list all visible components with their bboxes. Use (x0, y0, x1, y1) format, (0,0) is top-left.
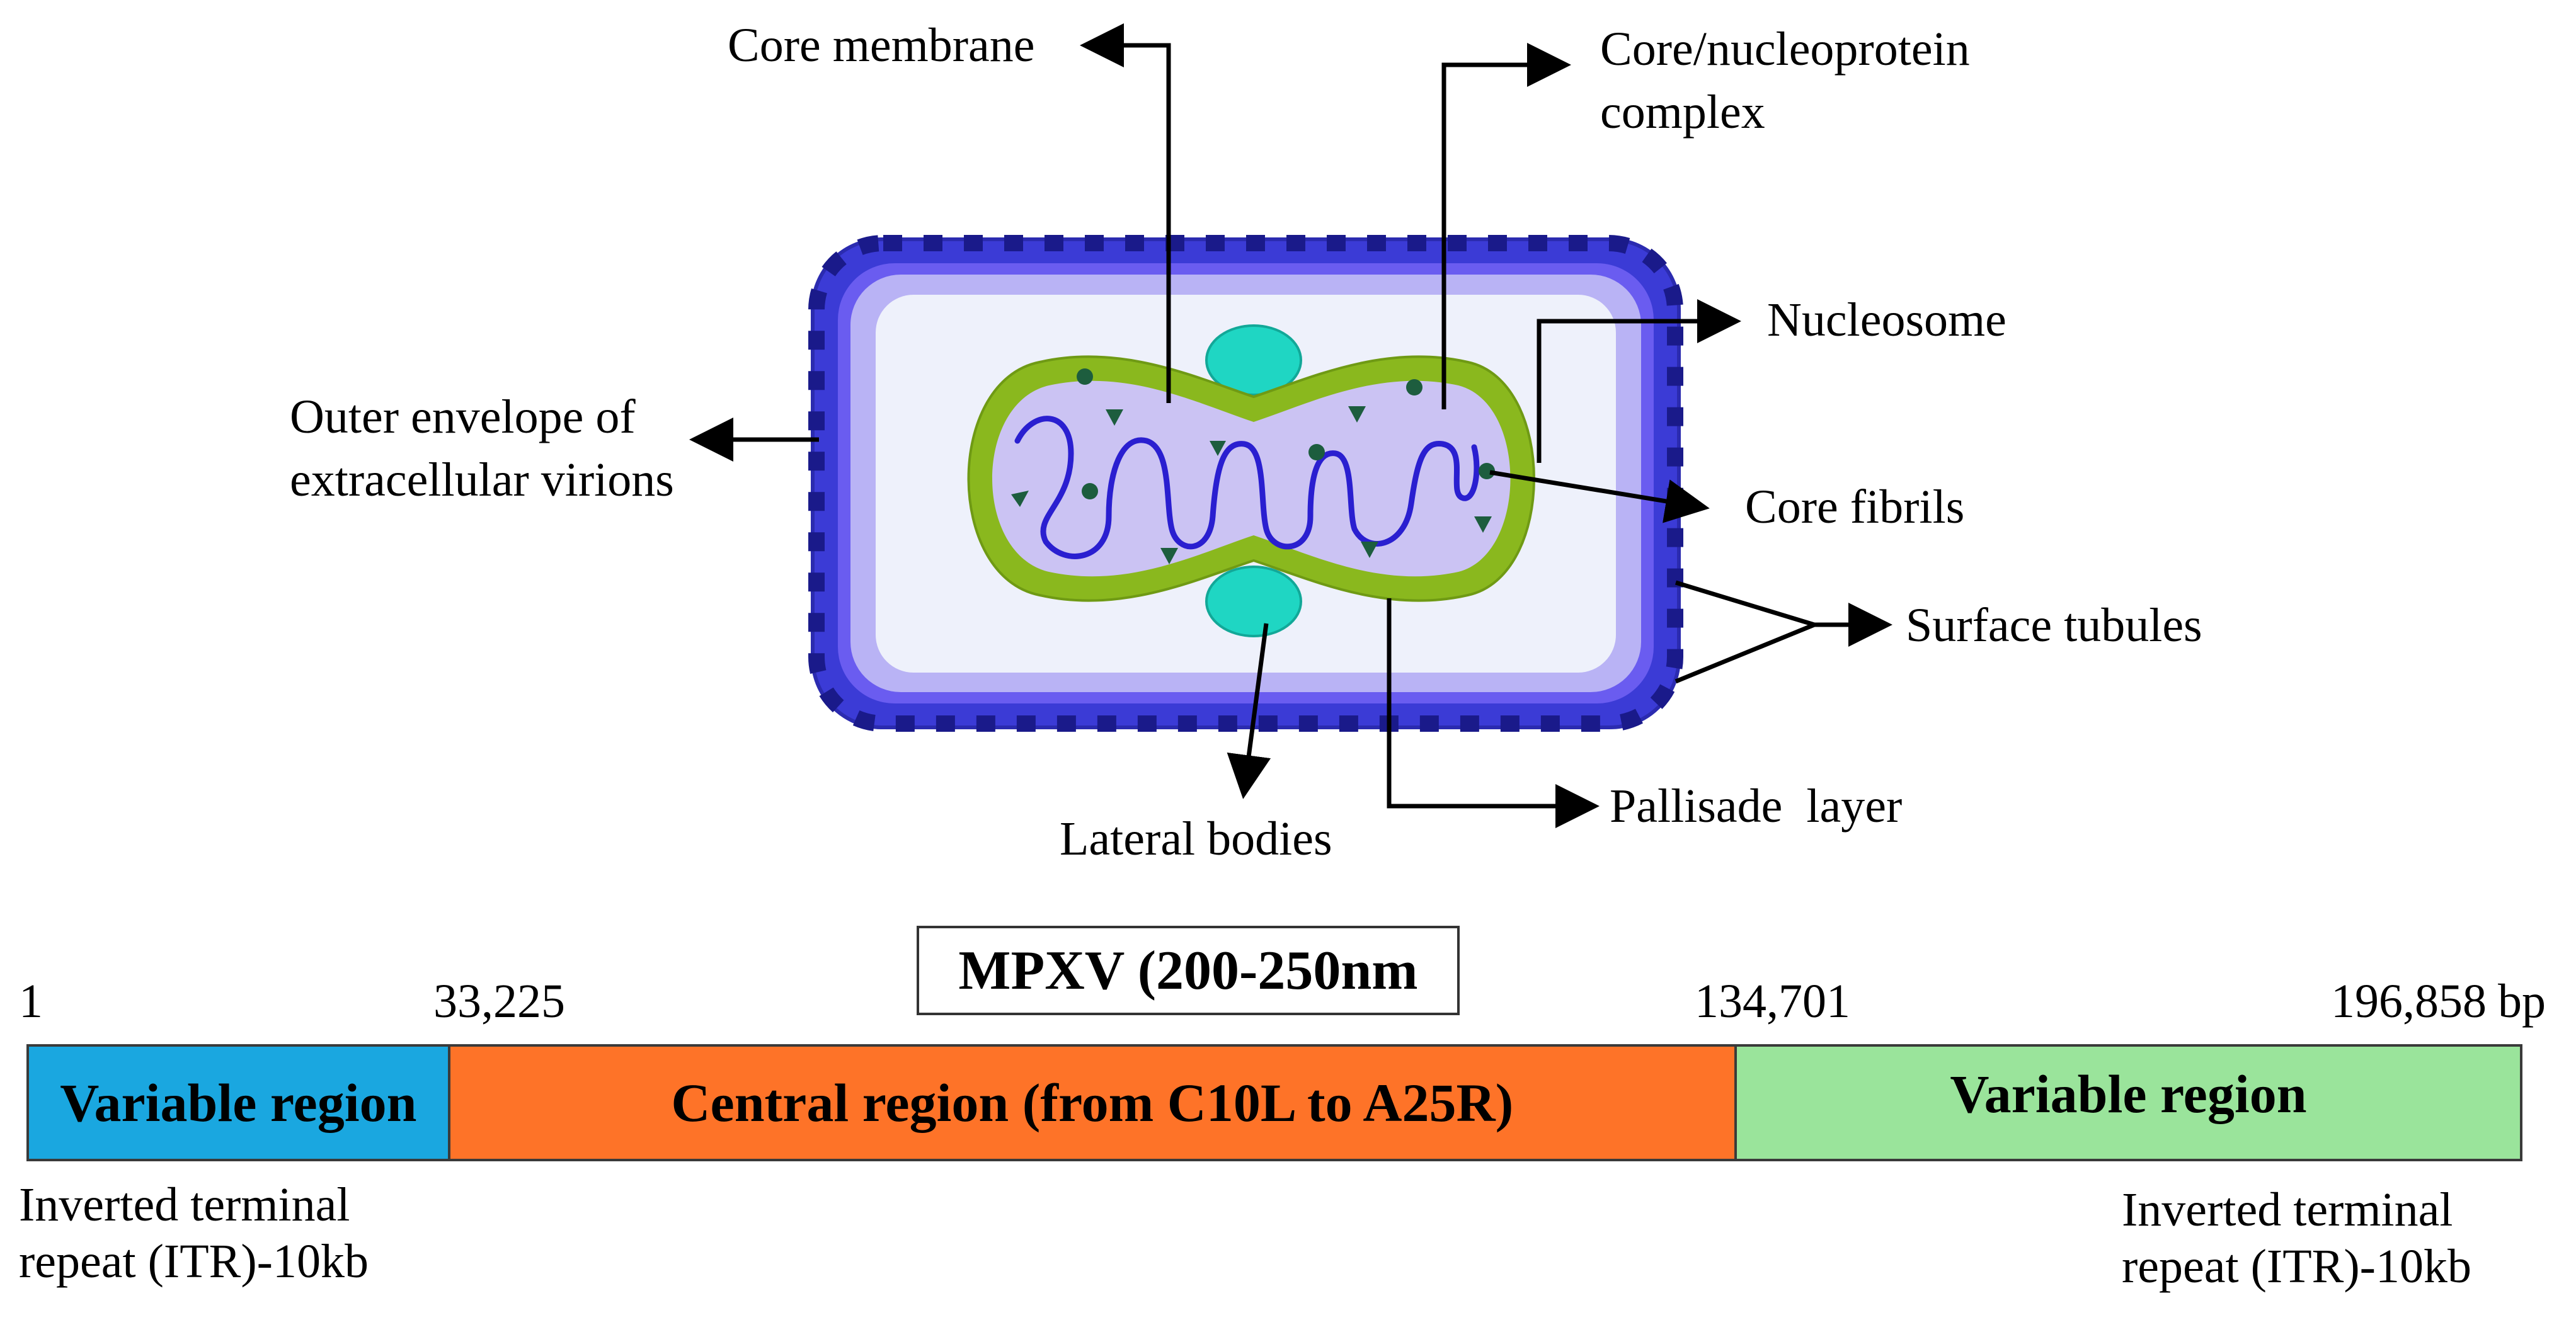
nucleosome-dot (1308, 444, 1325, 460)
core-particle (1106, 409, 1123, 426)
position-label: 33,225 (433, 975, 565, 1028)
core-particle (1011, 491, 1029, 507)
nucleosome-dot (1479, 463, 1495, 479)
nucleosome-dot (1082, 483, 1098, 499)
position-label: 196,858 (2331, 975, 2487, 1028)
region-label: Variable region (60, 1072, 417, 1133)
region-label: Central region (from C10L to A25R) (671, 1072, 1514, 1133)
region-central: Central region (from C10L to A25R) (447, 1044, 1737, 1161)
leader-lines (689, 23, 1892, 828)
nucleosome-dot (1077, 368, 1093, 385)
core-particle (1210, 441, 1226, 456)
unit-label: bp (2498, 975, 2546, 1028)
core-membrane-pointer (1080, 23, 1171, 403)
position-label: 1 (19, 975, 43, 1028)
label-core-membrane: Core membrane (728, 19, 1035, 72)
core-particle (1348, 406, 1366, 423)
label-pallisade-layer: Pallisade layer (1610, 780, 1903, 833)
label-core-fibrils: Core fibrils (1745, 481, 1965, 533)
itr-right-label: Inverted terminal repeat (ITR)-10kb (2122, 1183, 2471, 1293)
core-membrane (992, 380, 1511, 577)
itr-left-label: Inverted terminal repeat (ITR)-10kb (19, 1178, 369, 1288)
pallisade-layer-pointer (1387, 598, 1600, 828)
core-particle (1361, 542, 1378, 558)
core-particle (1474, 516, 1492, 533)
label-surface-tubules: Surface tubules (1906, 599, 2202, 652)
nucleosome-pointer (1537, 299, 1741, 463)
virion-diagram (689, 23, 1892, 828)
core-particles (1011, 406, 1492, 564)
lateral-body-top (1205, 324, 1302, 396)
label-lateral-bodies: Lateral bodies (1060, 812, 1332, 865)
genome-title: MPXV (200-250nm (917, 926, 1460, 1015)
lateral-bodies-pointer (1227, 623, 1271, 799)
core-fibrils-pointer (1489, 470, 1710, 523)
surface-tubules-pointer-b (1674, 622, 1816, 684)
surface-tubules-pointer-a (1674, 580, 1816, 627)
lateral-body-bottom (1205, 566, 1302, 637)
position-label: 134,701 (1695, 975, 1850, 1028)
core-nucleoprotein-pointer (1441, 43, 1571, 409)
label-nucleosome: Nucleosome (1767, 293, 2006, 346)
region-label: Variable region (1950, 1064, 2307, 1124)
nucleosome-dot (1406, 379, 1423, 395)
region-variable-left: Variable region (26, 1044, 450, 1161)
nucleosome-particles (1077, 368, 1495, 499)
label-core-nucleoprotein-complex: Core/nucleoprotein complex (1600, 23, 1970, 139)
region-variable-right: Variable region (1734, 1044, 2522, 1161)
label-outer-envelope: Outer envelope of extracellular virions (290, 390, 674, 506)
core-fibrils-dna (1014, 416, 1480, 559)
core-particle (1160, 548, 1178, 564)
